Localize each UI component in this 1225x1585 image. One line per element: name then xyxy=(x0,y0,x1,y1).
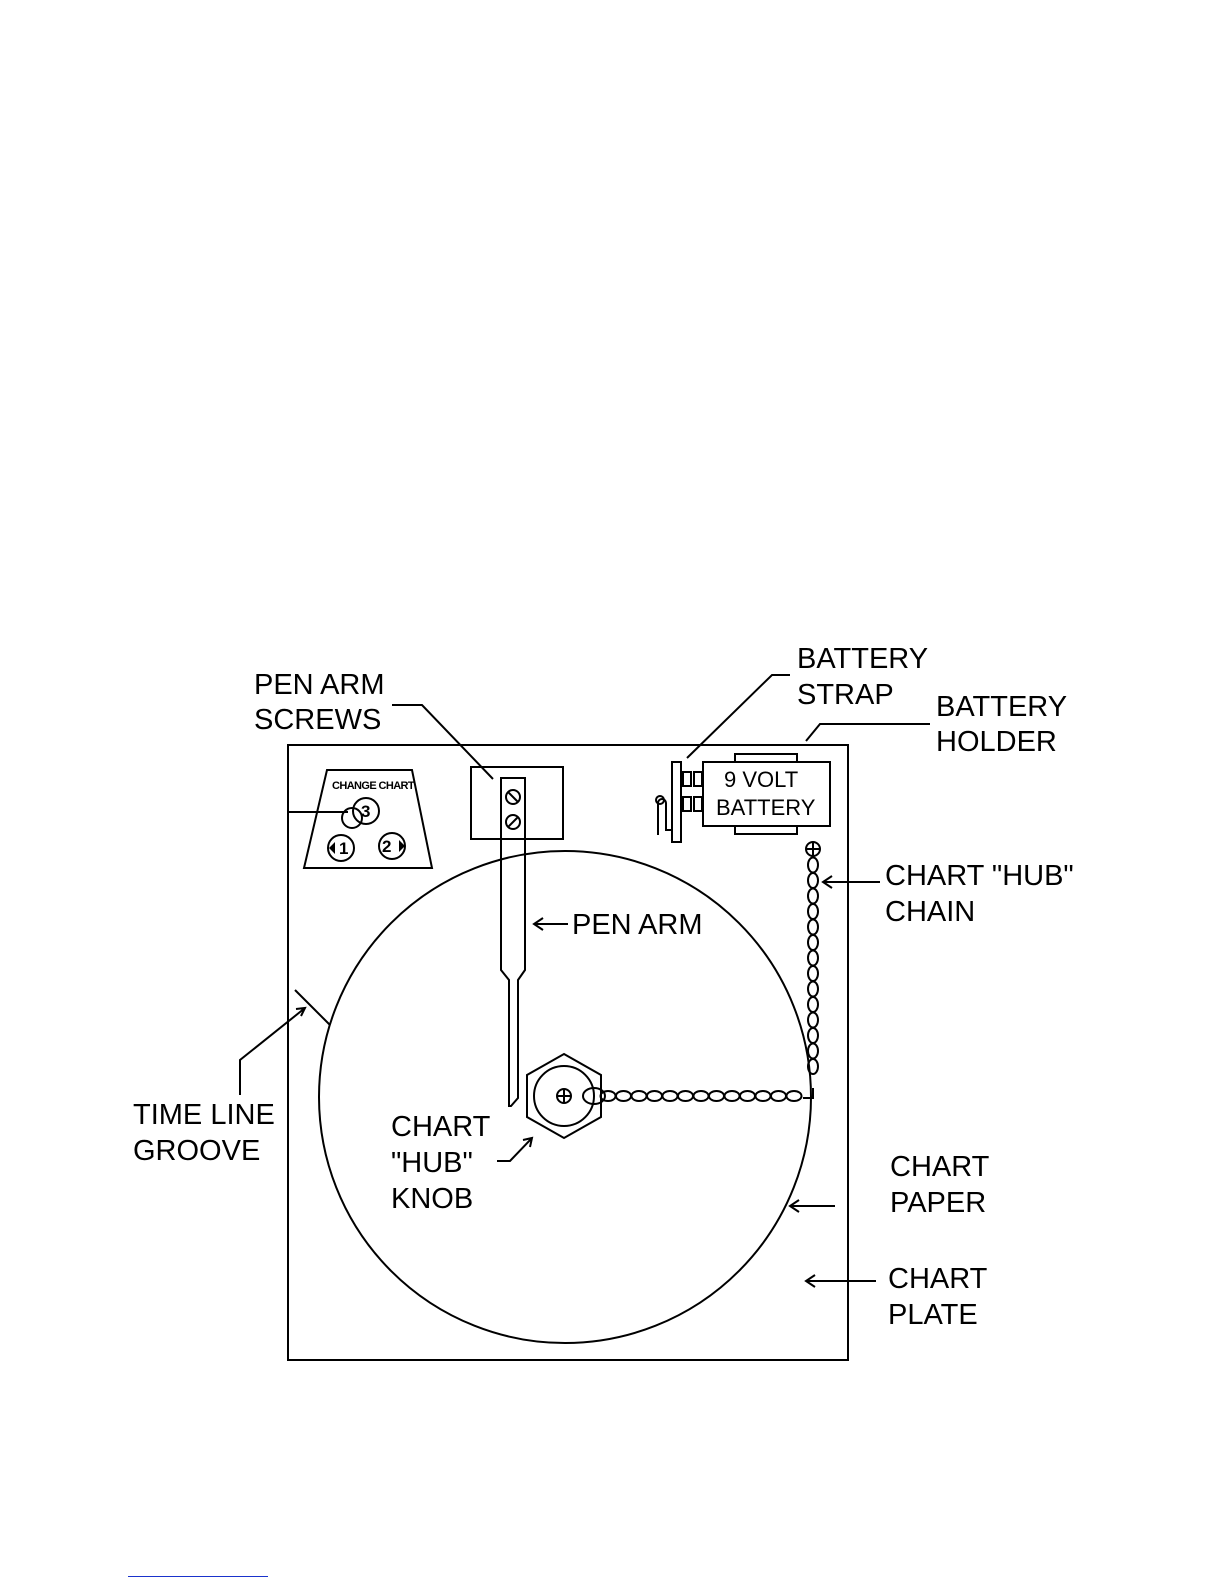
chain-link xyxy=(678,1091,693,1101)
chain-link xyxy=(808,1028,818,1043)
chain-link xyxy=(808,858,818,873)
chart-paper-label: CHART PAPER xyxy=(890,1151,997,1219)
battery-holder-label: BATTERY HOLDER xyxy=(936,691,1075,758)
chart-hub-knob-leader xyxy=(497,1138,532,1161)
chain-link xyxy=(808,1044,818,1059)
chart-paper-leader xyxy=(790,1200,835,1212)
button-3-label: 3 xyxy=(361,802,370,821)
chart-hub-chain-leader xyxy=(823,876,880,888)
chain-link xyxy=(808,935,818,950)
chain-link xyxy=(694,1091,709,1101)
chain-anchor xyxy=(806,842,820,856)
chart-hub-chain-horizontal xyxy=(601,1091,802,1101)
battery-holder-leader xyxy=(806,724,930,741)
battery-label: 9 VOLT BATTERY xyxy=(716,767,816,820)
chain-link xyxy=(808,889,818,904)
chain-link xyxy=(647,1091,662,1101)
chart-plate-leader xyxy=(806,1275,876,1287)
pen-arm xyxy=(501,778,525,1106)
chain-link xyxy=(616,1091,631,1101)
button-1-label: 1 xyxy=(339,839,348,858)
chart-hub-chain-vertical xyxy=(808,858,818,1075)
chain-link xyxy=(725,1091,740,1101)
battery-holder xyxy=(703,754,830,834)
pen-arm-screws-label: PEN ARM SCREWS xyxy=(254,669,393,736)
chain-link xyxy=(663,1091,678,1101)
chart-hub-chain-label: CHART "HUB" CHAIN xyxy=(885,860,1082,928)
chain-link xyxy=(808,982,818,997)
chain-link xyxy=(709,1091,724,1101)
chain-link xyxy=(756,1091,771,1101)
chain-link xyxy=(808,997,818,1012)
battery-strap xyxy=(656,762,702,842)
chain-link xyxy=(601,1091,616,1101)
pen-arm-screws xyxy=(506,790,520,829)
chain-link xyxy=(771,1091,786,1101)
chain-link xyxy=(808,1013,818,1028)
left-arrow-icon xyxy=(329,842,335,854)
chart-hub-knob xyxy=(527,1054,601,1138)
chain-link xyxy=(632,1091,647,1101)
chain-link xyxy=(787,1091,802,1101)
time-line-groove-leader xyxy=(240,1008,305,1095)
button-2-label: 2 xyxy=(382,837,391,856)
chain-link xyxy=(808,951,818,966)
footer-rule xyxy=(128,1576,268,1577)
pen-arm-label: PEN ARM xyxy=(572,909,703,941)
chart-plate-label: CHART PLATE xyxy=(888,1263,995,1331)
time-line-groove-label: TIME LINE GROOVE xyxy=(133,1099,283,1167)
change-chart-text: CHANGE CHART xyxy=(332,780,415,792)
time-line-groove xyxy=(295,990,330,1025)
pen-arm-leader xyxy=(534,918,568,930)
chain-link xyxy=(808,904,818,919)
chain-link xyxy=(808,873,818,888)
chain-link xyxy=(808,920,818,935)
battery-strap-label: BATTERY STRAP xyxy=(797,643,936,711)
chain-link xyxy=(740,1091,755,1101)
chart-plate xyxy=(288,745,848,1360)
chain-link xyxy=(808,966,818,981)
chart-hub-knob-label: CHART "HUB" KNOB xyxy=(391,1111,498,1215)
